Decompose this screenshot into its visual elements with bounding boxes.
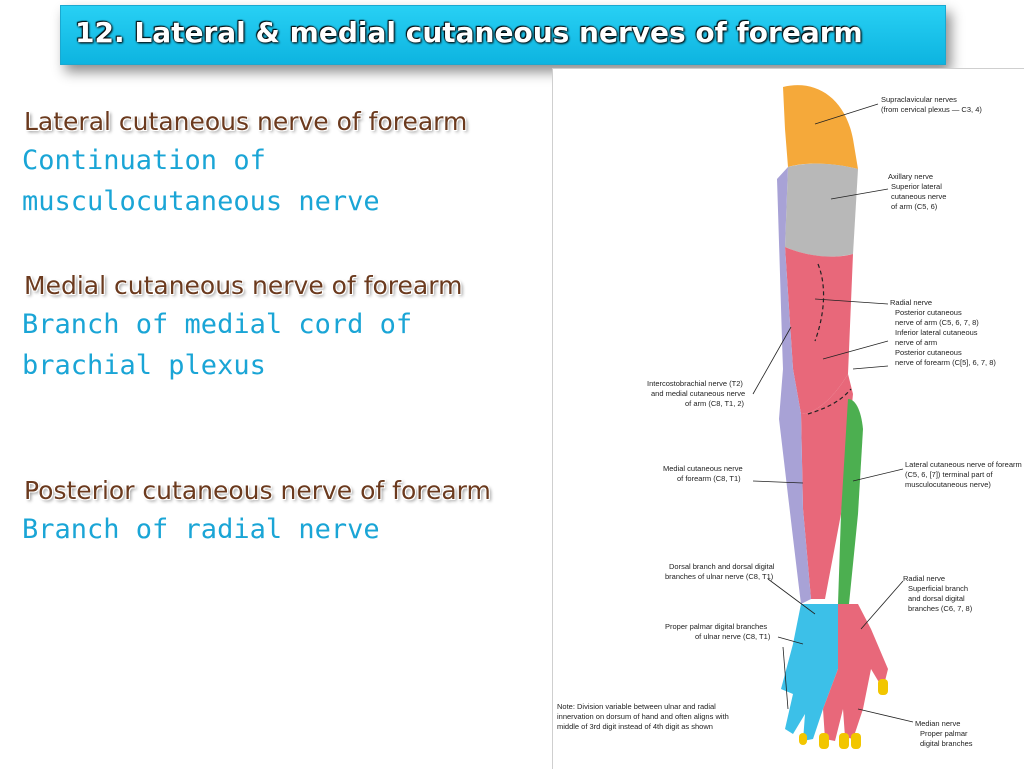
label-median: Median nerve Proper palmar digital branc… — [915, 719, 973, 748]
svg-text:Axillary nerve: Axillary nerve — [888, 172, 933, 181]
svg-text:Posterior cutaneous: Posterior cutaneous — [895, 348, 962, 357]
region-median-tips — [799, 679, 888, 749]
region-radial-hand — [823, 604, 888, 741]
svg-text:of arm (C5, 6): of arm (C5, 6) — [891, 202, 938, 211]
svg-text:innervation on dorsum of hand: innervation on dorsum of hand and often … — [557, 712, 729, 721]
label-medial-cutaneous: Medial cutaneous nerve of forearm (C8, T… — [663, 464, 743, 483]
svg-text:nerve of forearm (C[5], 6, 7,: nerve of forearm (C[5], 6, 7, 8) — [895, 358, 996, 367]
text-lateral-line1: Continuation of — [22, 145, 266, 176]
svg-text:Dorsal branch and dorsal digit: Dorsal branch and dorsal digital — [669, 562, 775, 571]
heading-medial-cutaneous: Medial cutaneous nerve of forearm — [24, 271, 463, 300]
text-lateral-line2: musculocutaneous nerve — [22, 186, 380, 217]
text-medial-line2: brachial plexus — [22, 350, 266, 381]
svg-text:nerve of arm (C5, 6, 7, 8): nerve of arm (C5, 6, 7, 8) — [895, 318, 979, 327]
svg-text:Radial nerve: Radial nerve — [890, 298, 932, 307]
svg-text:of ulnar nerve (C8, T1): of ulnar nerve (C8, T1) — [695, 632, 771, 641]
svg-text:Lateral cutaneous nerve of for: Lateral cutaneous nerve of forearm — [905, 460, 1022, 469]
svg-text:Intercostobrachial nerve (T2): Intercostobrachial nerve (T2) — [647, 379, 743, 388]
svg-text:Inferior lateral cutaneous: Inferior lateral cutaneous — [895, 328, 978, 337]
region-medial-arm — [777, 167, 793, 369]
svg-text:of forearm (C8, T1): of forearm (C8, T1) — [677, 474, 741, 483]
label-intercostobrachial: Intercostobrachial nerve (T2) and medial… — [647, 379, 745, 408]
arm-illustration: Supraclavicular nerves (from cervical pl… — [557, 85, 1022, 749]
label-radial-lower: Radial nerve Superficial branch and dors… — [903, 574, 973, 613]
svg-text:Proper palmar digital branches: Proper palmar digital branches — [665, 622, 767, 631]
label-radial-upper: Radial nerve Posterior cutaneous nerve o… — [890, 298, 996, 367]
svg-text:and dorsal digital: and dorsal digital — [908, 594, 965, 603]
svg-text:and medial cutaneous nerve: and medial cutaneous nerve — [651, 389, 745, 398]
svg-text:middle of 3rd digit instead of: middle of 3rd digit instead of 4th digit… — [557, 722, 713, 731]
svg-text:Superficial branch: Superficial branch — [908, 584, 968, 593]
region-ulnar-hand — [781, 604, 843, 741]
region-lateral-forearm — [838, 399, 863, 604]
svg-text:(C5, 6, [7]) terminal part of: (C5, 6, [7]) terminal part of — [905, 470, 993, 479]
arm-dermatome-figure: Supraclavicular nerves (from cervical pl… — [552, 68, 1024, 769]
label-dorsal-branch: Dorsal branch and dorsal digital branche… — [665, 562, 775, 581]
heading-posterior-cutaneous: Posterior cutaneous nerve of forearm — [24, 476, 491, 505]
region-medial-forearm — [779, 369, 811, 604]
label-supraclavicular: Supraclavicular nerves (from cervical pl… — [881, 95, 982, 114]
svg-text:Proper palmar: Proper palmar — [920, 729, 968, 738]
svg-text:Posterior cutaneous: Posterior cutaneous — [895, 308, 962, 317]
label-lateral-cutaneous: Lateral cutaneous nerve of forearm (C5, … — [905, 460, 1022, 489]
figure-note: Note: Division variable between ulnar an… — [557, 702, 729, 731]
region-axillary — [785, 163, 858, 257]
svg-text:Superior lateral: Superior lateral — [891, 182, 942, 191]
slide-title: 12. Lateral & medial cutaneous nerves of… — [75, 16, 863, 49]
label-proper-palmar-ulnar: Proper palmar digital branches of ulnar … — [665, 622, 771, 641]
svg-text:musculocutaneous nerve): musculocutaneous nerve) — [905, 480, 991, 489]
region-radial-forearm — [801, 374, 853, 599]
svg-text:nerve of arm: nerve of arm — [895, 338, 937, 347]
dashed-boundary-elbow — [807, 388, 852, 415]
dashed-boundary-upper — [814, 263, 825, 342]
svg-text:cutaneous nerve: cutaneous nerve — [891, 192, 946, 201]
svg-text:Note: Division variable betwee: Note: Division variable between ulnar an… — [557, 702, 716, 711]
svg-text:Radial nerve: Radial nerve — [903, 574, 945, 583]
leader-lines — [752, 103, 914, 723]
svg-text:of arm (C8, T1, 2): of arm (C8, T1, 2) — [685, 399, 745, 408]
text-posterior-line1: Branch of radial nerve — [22, 514, 380, 545]
title-bar: 12. Lateral & medial cutaneous nerves of… — [60, 5, 946, 65]
svg-text:digital branches: digital branches — [920, 739, 973, 748]
svg-text:branches (C6, 7, 8): branches (C6, 7, 8) — [908, 604, 973, 613]
svg-text:(from cervical plexus — C3, 4: (from cervical plexus — C3, 4) — [881, 105, 982, 114]
svg-text:Supraclavicular nerves: Supraclavicular nerves — [881, 95, 957, 104]
heading-lateral-cutaneous: Lateral cutaneous nerve of forearm — [24, 107, 468, 136]
svg-text:Medial cutaneous nerve: Medial cutaneous nerve — [663, 464, 743, 473]
region-radial-upper — [785, 247, 853, 414]
svg-text:branches of ulnar nerve (C8, T: branches of ulnar nerve (C8, T1) — [665, 572, 774, 581]
svg-text:Median nerve: Median nerve — [915, 719, 960, 728]
label-axillary: Axillary nerve Superior lateral cutaneou… — [888, 172, 946, 211]
region-supraclavicular — [783, 85, 858, 169]
text-medial-line1: Branch of medial cord of — [22, 309, 413, 340]
